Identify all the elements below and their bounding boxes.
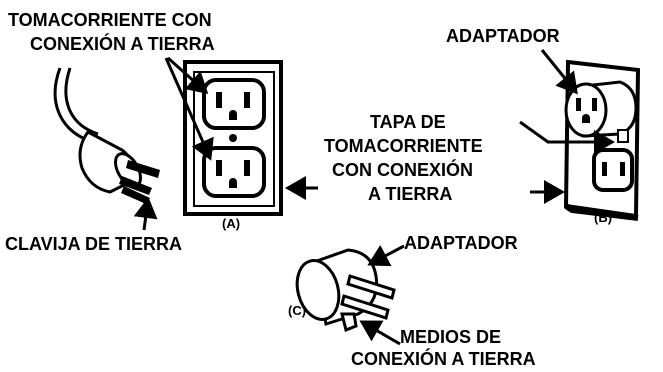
- cover-label-line1: TAPA DE: [370, 112, 446, 132]
- adapter-top-arrow: [540, 49, 578, 95]
- grounding-means-label-line1: MEDIOS DE: [400, 327, 501, 347]
- outlet-arrow-upper: [166, 56, 209, 95]
- cover-label-line4: A TIERRA: [368, 184, 452, 204]
- grounded-plug-illustration: [53, 67, 160, 204]
- adapter-bottom-label: ADAPTADOR: [404, 233, 518, 253]
- adapter-top-label: ADAPTADOR: [446, 26, 560, 46]
- adapter-bottom-arrow: [367, 244, 405, 267]
- figure-c-label: (C): [288, 303, 306, 318]
- grounding-means-label-line2: CONEXIÓN A TIERRA: [351, 348, 536, 369]
- grounded-outlet-label-line1: TOMACORRIENTE CON: [8, 10, 212, 30]
- cover-label-line2: TOMACORRIENTE: [324, 136, 483, 156]
- outlet-arrow-lower: [164, 57, 214, 161]
- cover-label-line3: CON CONEXIÓN: [332, 159, 473, 180]
- ground-pin-label: CLAVIJA DE TIERRA: [5, 234, 182, 254]
- ground-pin-arrow: [133, 197, 158, 231]
- figure-a-label: (A): [222, 216, 240, 231]
- screw-tab-arrow: [519, 120, 615, 154]
- outlet-with-adapter: [563, 59, 641, 221]
- grounding-means-arrow: [359, 320, 401, 346]
- grounded-outlet-label-line2: CONEXIÓN A TIERRA: [30, 33, 215, 54]
- adapter-illustration: [295, 248, 396, 333]
